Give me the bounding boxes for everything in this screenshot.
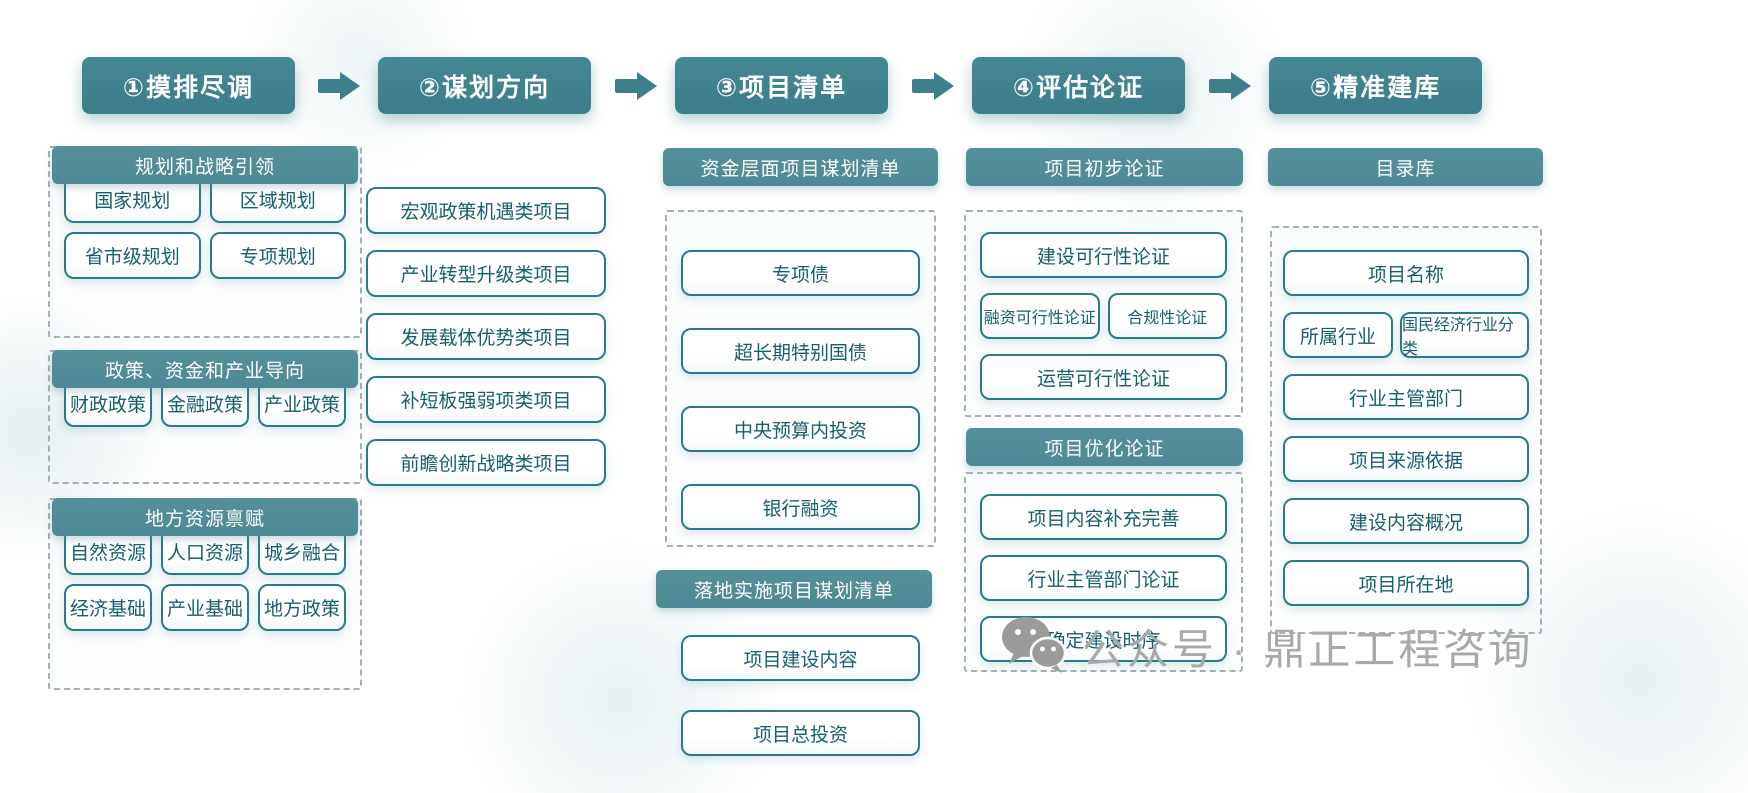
step2-header: ②谋划方向 xyxy=(378,57,591,114)
arrow-right-icon-1 xyxy=(318,72,360,100)
box-authority-review: 行业主管部门论证 xyxy=(980,555,1227,601)
feasibility-row: 融资可行性论证 合规性论证 xyxy=(980,293,1227,339)
box-national-economy-classification: 国民经济行业分类 xyxy=(1400,312,1529,358)
box-ultra-long-bonds: 超长期特别国债 xyxy=(681,328,920,374)
step5-header: ⑤精准建库 xyxy=(1269,57,1482,114)
box-carrier-advantage-projects: 发展载体优势类项目 xyxy=(366,313,606,360)
box-construction-feasibility: 建设可行性论证 xyxy=(980,232,1227,278)
watermark-text: 公众号 · 鼎正工程咨询 xyxy=(1082,626,1534,673)
box-provincial-plan: 省市级规划 xyxy=(64,232,201,279)
catalog-library-group: 项目名称 所属行业 国民经济行业分类 行业主管部门 项目来源依据 建设内容概况 … xyxy=(1270,226,1542,634)
group-local-resources-title: 地方资源禀赋 xyxy=(52,498,358,536)
group-local-resources: 地方资源禀赋 自然资源 人口资源 城乡融合 经济基础 产业基础 地方政策 xyxy=(48,498,362,690)
box-special-bonds: 专项债 xyxy=(681,250,920,296)
box-central-budget: 中央预算内投资 xyxy=(681,406,920,452)
box-shortboard-projects: 补短板强弱项类项目 xyxy=(366,376,606,423)
box-content-completion: 项目内容补充完善 xyxy=(980,494,1227,540)
group-planning-strategy-title: 规划和战略引领 xyxy=(52,146,358,184)
arrow-right-icon-3 xyxy=(912,72,954,100)
box-competent-department: 行业主管部门 xyxy=(1283,374,1529,420)
box-project-source: 项目来源依据 xyxy=(1283,436,1529,482)
funding-list-title: 资金层面项目谋划清单 xyxy=(663,148,938,186)
box-special-plan: 专项规划 xyxy=(209,232,346,279)
industry-row: 所属行业 国民经济行业分类 xyxy=(1283,312,1529,358)
box-economic-base: 经济基础 xyxy=(64,584,152,631)
box-innovation-projects: 前瞻创新战略类项目 xyxy=(366,439,606,486)
step1-header: ①摸排尽调 xyxy=(82,57,295,114)
box-content-overview: 建设内容概况 xyxy=(1283,498,1529,544)
arrow-right-icon-2 xyxy=(615,72,657,100)
box-financing-feasibility: 融资可行性论证 xyxy=(980,293,1100,339)
step3-header: ③项目清单 xyxy=(675,57,888,114)
group-local-resources-grid: 自然资源 人口资源 城乡融合 经济基础 产业基础 地方政策 xyxy=(64,528,346,631)
box-total-investment: 项目总投资 xyxy=(681,710,920,756)
optimization-review-title: 项目优化论证 xyxy=(966,428,1243,466)
group-planning-strategy-grid: 国家规划 区域规划 省市级规划 专项规划 xyxy=(64,176,346,279)
step4-header: ④评估论证 xyxy=(972,57,1185,114)
box-project-location: 项目所在地 xyxy=(1283,560,1529,606)
implementation-list-title: 落地实施项目谋划清单 xyxy=(656,570,932,608)
wechat-icon xyxy=(1000,615,1067,678)
box-local-policy: 地方政策 xyxy=(258,584,346,631)
box-construction-content: 项目建设内容 xyxy=(681,635,920,681)
watermark: 公众号 · 鼎正工程咨询 xyxy=(1000,615,1533,678)
box-industrial-base: 产业基础 xyxy=(161,584,249,631)
implementation-list-group: 项目建设内容 项目总投资 xyxy=(681,635,920,756)
preliminary-review-title: 项目初步论证 xyxy=(966,148,1243,186)
box-industry: 所属行业 xyxy=(1283,312,1393,358)
group-policy-funding-title: 政策、资金和产业导向 xyxy=(52,350,358,388)
box-macro-policy-projects: 宏观政策机遇类项目 xyxy=(366,187,606,234)
box-bank-financing: 银行融资 xyxy=(681,484,920,530)
preliminary-review-group: 建设可行性论证 融资可行性论证 合规性论证 运营可行性论证 xyxy=(964,210,1243,417)
box-industry-upgrade-projects: 产业转型升级类项目 xyxy=(366,250,606,297)
group-policy-funding: 政策、资金和产业导向 财政政策 金融政策 产业政策 xyxy=(48,350,362,484)
box-operation-feasibility: 运营可行性论证 xyxy=(980,354,1227,400)
catalog-library-title: 目录库 xyxy=(1268,148,1543,186)
box-compliance-review: 合规性论证 xyxy=(1107,293,1227,339)
group-planning-strategy: 规划和战略引领 国家规划 区域规划 省市级规划 专项规划 xyxy=(48,146,362,338)
step2-item-list: 宏观政策机遇类项目 产业转型升级类项目 发展载体优势类项目 补短板强弱项类项目 … xyxy=(366,187,606,486)
box-project-name: 项目名称 xyxy=(1283,250,1529,296)
arrow-right-icon-4 xyxy=(1209,72,1251,100)
funding-list-group: 专项债 超长期特别国债 中央预算内投资 银行融资 xyxy=(665,210,936,547)
